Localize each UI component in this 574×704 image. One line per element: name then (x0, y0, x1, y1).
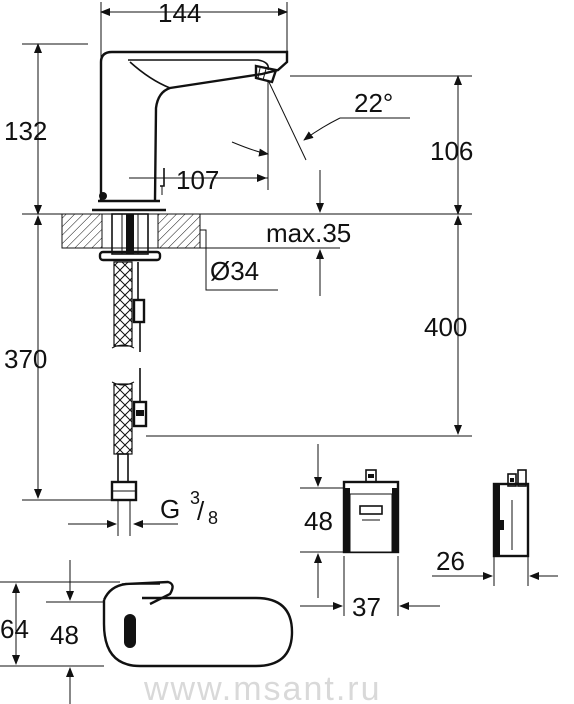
dim-label-box-depth: 26 (436, 546, 465, 576)
dim-label-spout-reach: 144 (158, 0, 201, 28)
dim-label-plan-width: 48 (50, 620, 79, 650)
dim-outlet-offset: 107 (129, 165, 268, 195)
dim-label-thread-den: 8 (208, 508, 218, 528)
dim-label-box-width: 37 (352, 592, 381, 622)
countertop-section (22, 213, 472, 262)
dim-label-thread-slash: / (197, 496, 205, 526)
dim-spout-reach: 144 (100, 0, 288, 58)
dim-hole-diameter: Ø34 (200, 229, 278, 291)
faucet-side-view (92, 50, 289, 212)
dim-label-outlet-angle: 22° (354, 88, 393, 118)
dim-label-box-height: 48 (304, 506, 333, 536)
dim-label-outlet-height: 106 (430, 136, 473, 166)
control-box-front: 48 (300, 444, 400, 598)
dim-deck-thickness: max.35 (200, 170, 351, 296)
dim-label-thread-main: G (160, 494, 180, 524)
dim-label-deck-thickness: max.35 (266, 218, 351, 248)
faucet-plan-view: 64 48 (0, 560, 294, 704)
dim-thread-size: G 3 / 8 (68, 488, 218, 536)
dim-label-hose-length: 400 (424, 312, 467, 342)
dim-label-below-deck-length: 370 (4, 344, 47, 374)
watermark: www.msant.ru (143, 670, 382, 704)
dim-label-thread-num: 3 (190, 488, 200, 508)
dim-label-total-height: 132 (4, 116, 47, 146)
dim-outlet-angle: 22° (231, 79, 410, 190)
dim-label-outlet-offset: 107 (176, 165, 219, 195)
dim-total-height: 132 (4, 43, 88, 215)
dim-outlet-height: 106 (290, 75, 473, 215)
dim-box-width: 37 (300, 556, 440, 622)
control-box-side: 26 (432, 469, 558, 586)
dim-hose-length: 400 (424, 215, 467, 435)
dim-label-plan-depth: 64 (0, 614, 29, 644)
dim-label-hole-diameter: Ø34 (210, 256, 259, 286)
supply-hoses (22, 261, 472, 510)
dim-below-deck-length: 370 (4, 215, 47, 499)
